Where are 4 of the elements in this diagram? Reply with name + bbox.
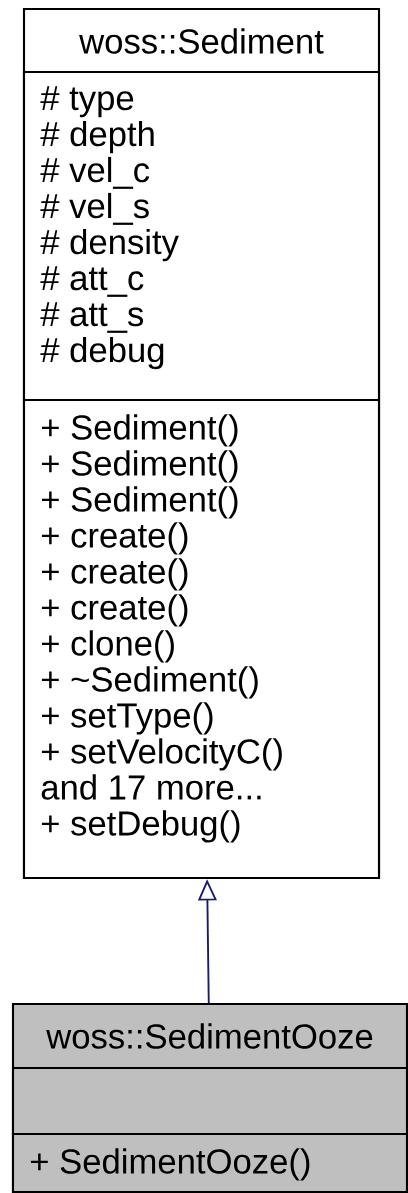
- member-compartment: + Sediment() + Sediment() + Sediment() + create() + create() + create() + clone() + ~Sediment() + setType() + setVelocityC() and 17 more... + setDebug(): [22, 398, 381, 880]
- member-compartment: + SedimentOoze(): [11, 1132, 408, 1193]
- empty-compartment: [11, 1066, 408, 1136]
- member-compartment: # type # depth # vel_c # vel_s # density # att_c # att_s # debug: [22, 70, 381, 402]
